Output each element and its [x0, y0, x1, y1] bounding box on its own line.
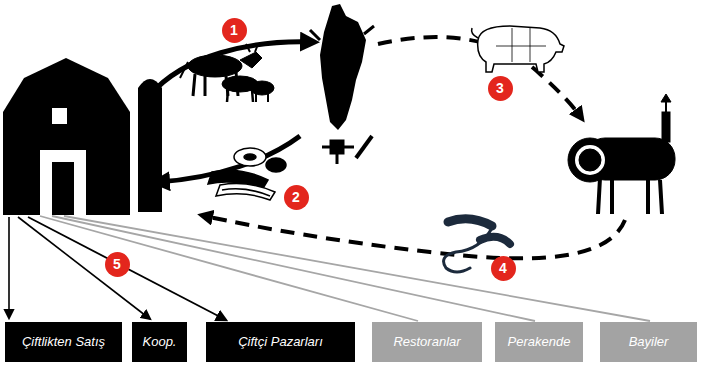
smoker-icon: [568, 94, 675, 214]
carcass-icon: [310, 4, 374, 130]
grinder-icon: [322, 136, 372, 164]
channel-box: Perakende: [495, 322, 583, 362]
pig-icon: [472, 26, 564, 72]
flow-arrow: [150, 42, 312, 95]
barn-icon: [3, 58, 162, 215]
dashed-flow: [205, 216, 625, 258]
channel-box: Çiftçi Pazarları: [206, 322, 355, 362]
channel-box: Koop.: [132, 322, 187, 362]
box-label: Perakende: [508, 335, 571, 349]
box-label: Bayiler: [629, 335, 669, 349]
box-label: Çiftçi Pazarları: [238, 335, 323, 349]
callout-number: 5: [105, 252, 130, 277]
distribution-lines: [9, 216, 650, 321]
callout-number: 3: [488, 76, 513, 101]
box-label: Restoranlar: [393, 335, 460, 349]
box-label: Çiftlikten Satış: [22, 335, 105, 349]
livestock-icon: [180, 44, 274, 102]
callout-number: 4: [491, 256, 516, 281]
channel-box: Restoranlar: [372, 322, 482, 362]
meat-cuts-icon: [208, 148, 286, 200]
channel-box: Bayiler: [600, 322, 697, 362]
callout-number: 1: [222, 18, 247, 43]
box-label: Koop.: [143, 335, 177, 349]
callout-number: 2: [284, 185, 309, 210]
channel-box: Çiftlikten Satış: [5, 322, 122, 362]
